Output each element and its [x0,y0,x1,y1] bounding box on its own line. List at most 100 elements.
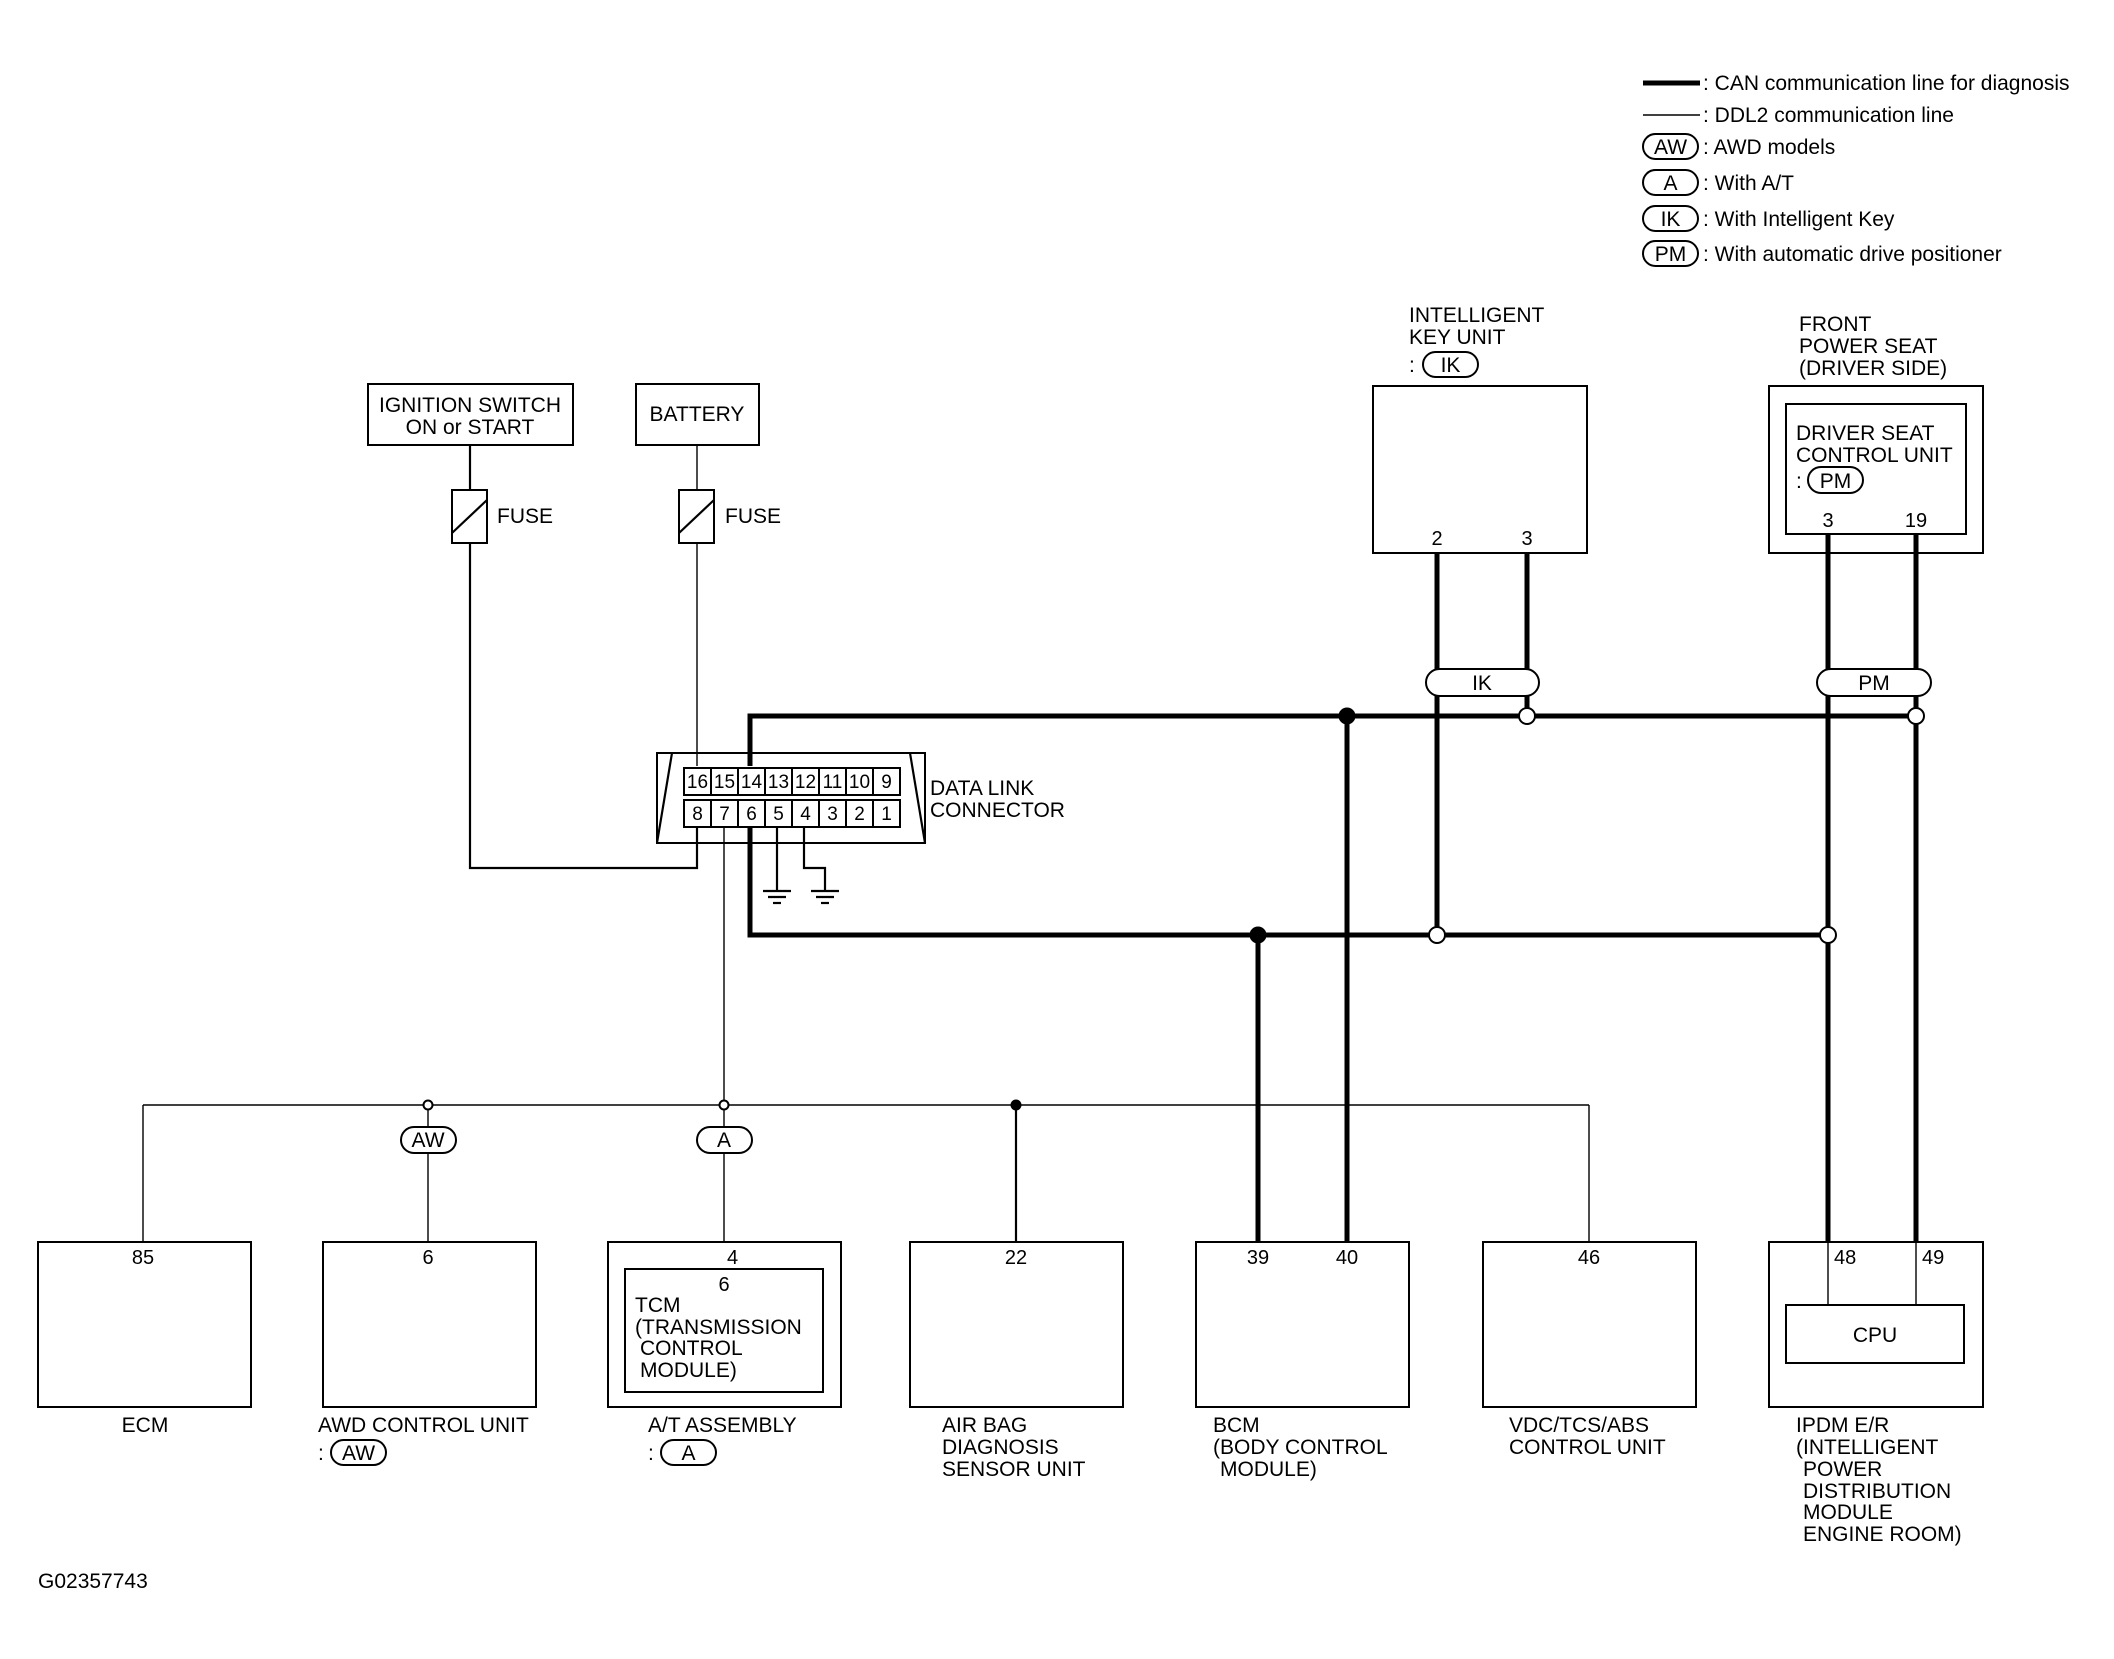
ipdm-line4: DISTRIBUTION [1803,1480,1951,1503]
ground-pin4-wire [802,828,827,891]
fuse-battery-label: FUSE [725,505,781,528]
dlc-top-pin-14: 14 [741,772,763,793]
ipdm-box [1768,1241,1984,1408]
dlc-top-pin-cell-9 [872,767,901,796]
inline-aw-badge-text: AW [411,1129,444,1152]
fuse-ignition-slash [451,499,488,534]
awd-box [322,1241,537,1408]
ik-unit-box [1372,385,1588,554]
airbag-line1: AIR BAG [942,1414,1027,1437]
air-bag-diagnosis-sensor-unit: 22 AIR BAG DIAGNOSIS SENSOR UNIT [909,1241,1124,1481]
awd-badge [330,1439,387,1466]
legend-ik-badge-text: IK [1661,208,1681,231]
can-junction-pm-high [1907,707,1925,725]
ddl2-junction-at [718,1099,730,1111]
legend-pm-badge-text: PM [1655,243,1687,266]
dlc-bottom-pin-4: 4 [800,804,811,825]
inline-a-badge [696,1126,753,1154]
dscu-line1: DRIVER SEAT [1796,422,1935,445]
dscu-pin19: 19 [1905,510,1927,532]
ik-unit-badge [1422,351,1479,378]
legend-can-text: : CAN communication line for diagnosis [1703,72,2070,95]
bcm-line3: MODULE) [1220,1458,1317,1481]
ecm-pin85: 85 [132,1247,154,1269]
inline-ik-badge [1425,668,1540,697]
dlc-bottom-pin-7: 7 [719,804,730,825]
ipdm-line1: IPDM E/R [1796,1414,1889,1437]
ik-unit-pin2: 2 [1431,528,1442,550]
legend-ik-badge [1642,205,1699,232]
ground-pin5 [763,828,791,905]
fuse-battery-slash [678,499,715,534]
battery-label: BATTERY [650,403,745,426]
ipdm-cpu-label: CPU [1853,1324,1897,1347]
dlc-top-pin-10: 10 [849,772,870,793]
dlc-bottom-pin-3: 3 [827,804,838,825]
dlc-label-line2: CONNECTOR [930,799,1065,822]
airbag-line3: SENSOR UNIT [942,1458,1086,1481]
tcm-line1: TCM [635,1294,681,1317]
dscu-pin3: 3 [1822,510,1833,532]
awd-prefix: : [318,1442,324,1465]
ipdm-pin49: 49 [1922,1247,1944,1269]
dlc-top-pin-11: 11 [823,772,843,793]
fuse-battery: FUSE [678,489,781,544]
ipdm-er: 48 49 CPU IPDM E/R (INTELLIGENT POWER DI… [1768,1241,1984,1546]
ipdm-line5: MODULE [1803,1501,1893,1524]
can-junction-pm-low [1819,926,1837,944]
ecm: 85 ECM [37,1241,252,1437]
ik-unit-prefix: : [1409,354,1415,377]
legend-a-text: : With A/T [1703,172,1794,195]
legend-pm-badge [1642,240,1699,267]
dlc-top-pin-16: 16 [687,772,708,793]
dlc-left-taper [655,752,674,844]
tcm-line2: (TRANSMISSION [635,1316,802,1339]
awd-label: AWD CONTROL UNIT [318,1414,529,1437]
legend-ddl2-text: : DDL2 communication line [1703,104,1954,127]
airbag-pin22: 22 [1005,1247,1027,1269]
dlc-bottom-pin-1: 1 [881,804,892,825]
vdc-tcs-abs-control-unit: 46 VDC/TCS/ABS CONTROL UNIT [1482,1241,1697,1459]
can-junction-bcm-high [1338,707,1356,725]
dlc-right-taper [908,752,927,844]
fps-line2: POWER SEAT [1799,335,1938,358]
can-junction-ik-low [1428,926,1446,944]
vdc-box [1482,1241,1697,1408]
ignition-switch-line2: ON or START [406,416,535,439]
legend-aw-badge-text: AW [1654,136,1687,159]
tcm-pin6: 6 [718,1274,729,1296]
dlc-bottom-pin-2: 2 [854,804,865,825]
legend-aw-badge [1642,133,1699,160]
vdc-line1: VDC/TCS/ABS [1509,1414,1649,1437]
ik-unit-line2: KEY UNIT [1409,326,1506,349]
inline-aw-badge [400,1126,457,1154]
dlc-top-pin-12: 12 [795,772,816,793]
bcm: 39 40 BCM (BODY CONTROL MODULE) [1195,1241,1410,1481]
legend-aw-text: : AWD models [1703,136,1835,159]
tcm-line3: CONTROL [640,1337,743,1360]
dlc-label-line1: DATA LINK [930,777,1034,800]
vdc-line2: CONTROL UNIT [1509,1436,1666,1459]
inline-pm-badge-text: PM [1858,672,1890,695]
at-assembly-label: A/T ASSEMBLY [648,1414,797,1437]
ignition-switch: IGNITION SWITCH ON or START [367,383,574,446]
legend-a-badge-text: A [1663,172,1677,195]
at-assembly-pin4: 4 [727,1247,738,1269]
bcm-box [1195,1241,1410,1408]
tcm-line4: MODULE) [640,1359,737,1382]
dscu-badge-text: PM [1820,470,1852,493]
airbag-box [909,1241,1124,1408]
awd-control-unit: 6 AWD CONTROL UNIT : AW [318,1241,537,1466]
legend: : CAN communication line for diagnosis :… [1642,72,2070,267]
fuse-ignition: FUSE [451,489,553,544]
inline-pm-badge [1816,668,1932,697]
front-power-seat: FRONT POWER SEAT (DRIVER SIDE) DRIVER SE… [1768,313,1984,554]
dlc-top-pin-13: 13 [768,772,789,793]
wire-ignition-to-dlc-pin16 [468,543,699,870]
ik-unit-line1: INTELLIGENT [1409,304,1545,327]
inline-a-badge-text: A [717,1129,731,1152]
ik-unit-pin3: 3 [1521,528,1532,550]
